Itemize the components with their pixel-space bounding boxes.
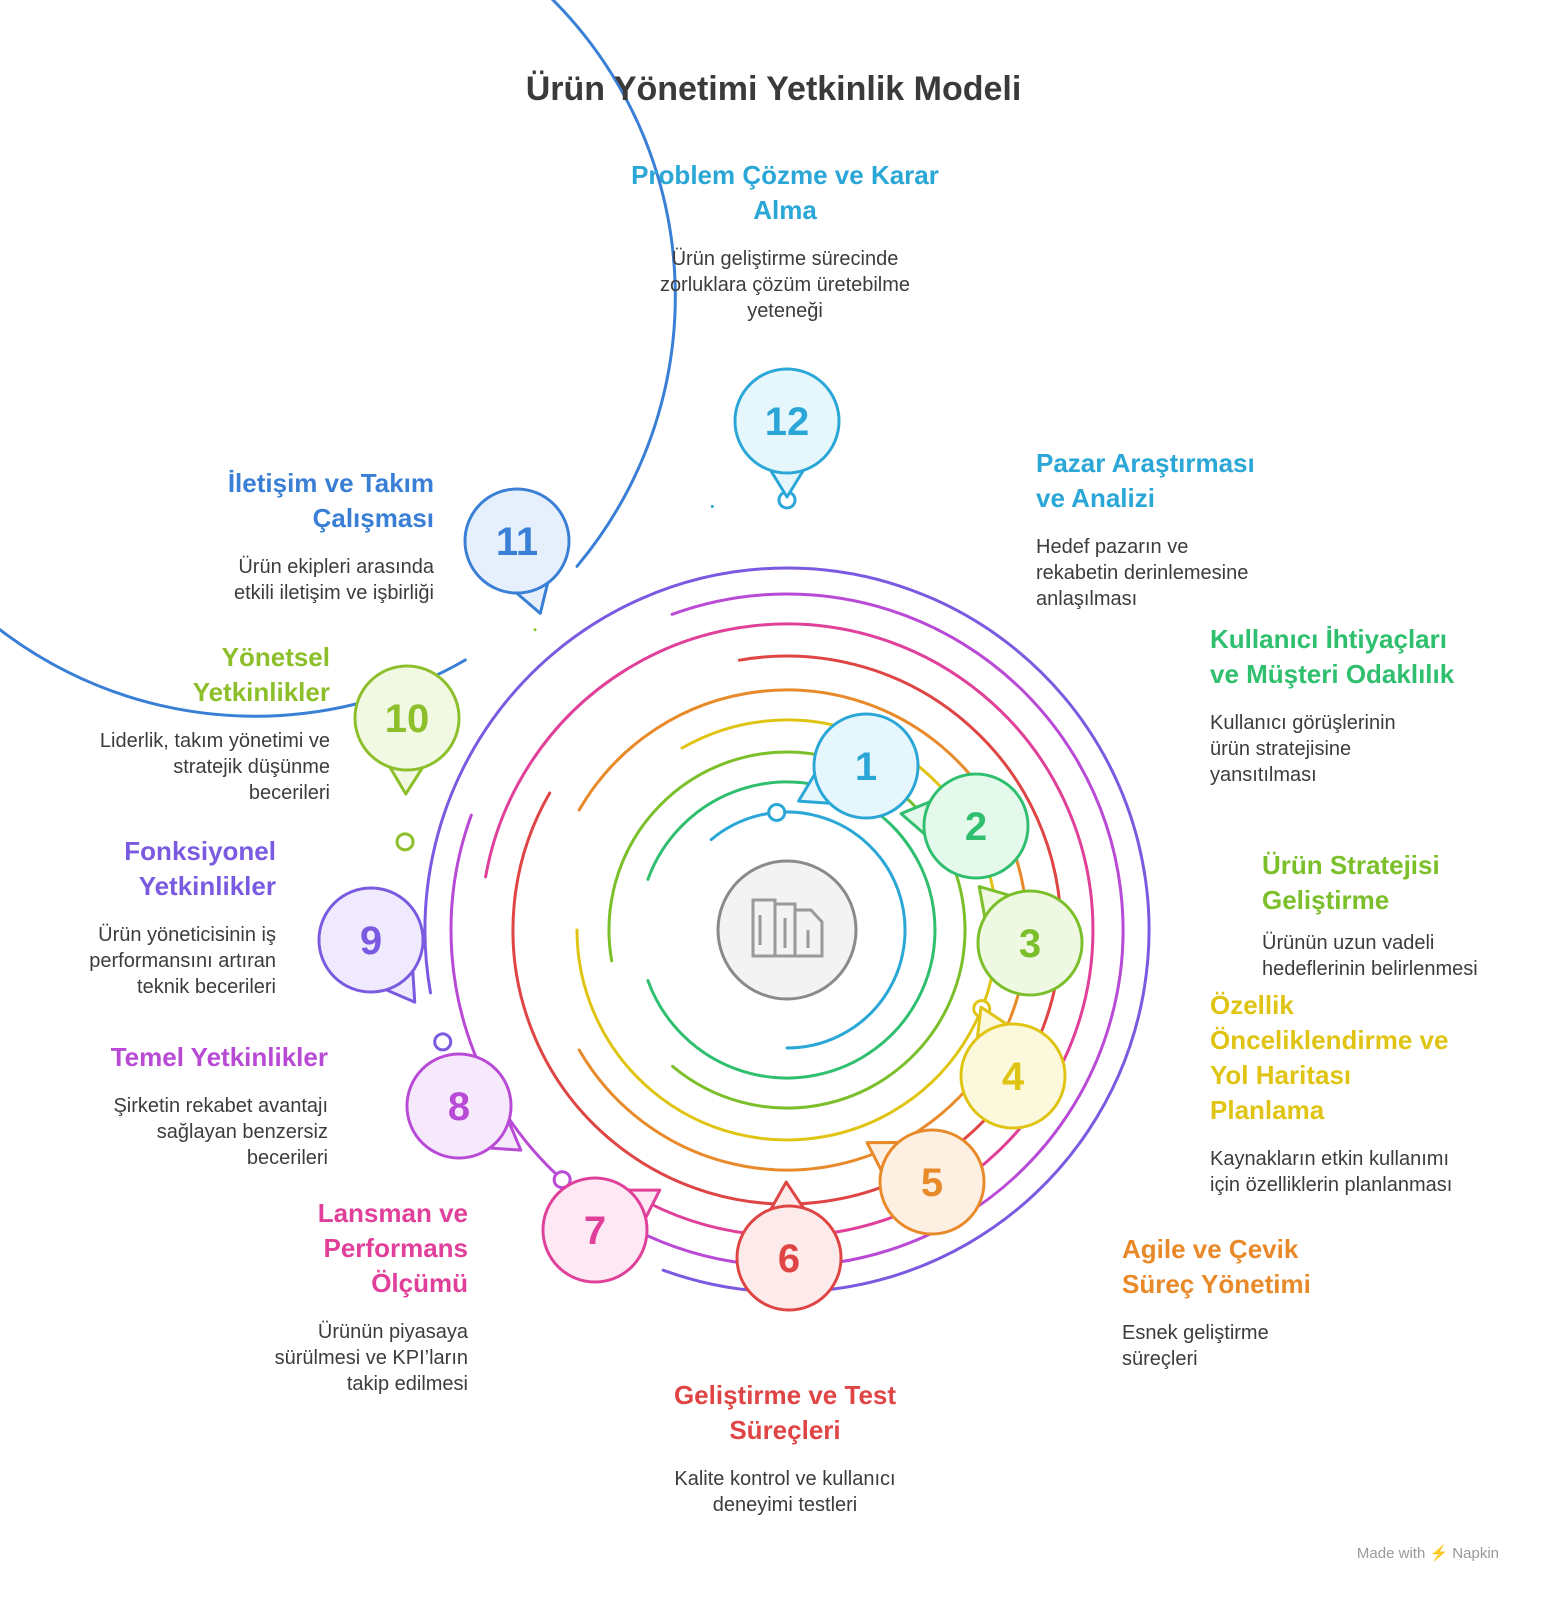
label-6: Geliştirme ve Test Süreçleri Kalite kont… <box>640 1378 930 1518</box>
label-4: Özellik Önceliklendirme ve Yol Haritası … <box>1210 988 1460 1198</box>
number-bubble-2: 2 <box>899 772 1030 880</box>
bubble-fill <box>356 667 458 769</box>
number-bubble-10: 10 <box>353 664 461 796</box>
label-1-title: Pazar Araştırması ve Analizi <box>1036 448 1255 513</box>
bubble-number: 3 <box>1019 922 1041 966</box>
label-4-title: Özellik Önceliklendirme ve Yol Haritası … <box>1210 990 1449 1125</box>
document-icon <box>751 898 824 958</box>
label-2-desc: Kullanıcı görüşlerinin ürün stratejisine… <box>1210 712 1396 786</box>
bubble-fill <box>738 1207 840 1309</box>
bubble-number: 10 <box>385 697 430 741</box>
label-1-desc: Hedef pazarın ve rekabetin derinlemesine… <box>1036 536 1249 610</box>
arc-2 <box>646 780 937 1080</box>
label-11: İletişim ve Takım Çalışması Ürün ekipler… <box>196 466 434 606</box>
center-hub <box>716 859 858 1001</box>
bubble-number: 8 <box>448 1085 470 1129</box>
label-7-title: Lansman ve Performans Ölçümü <box>317 1198 468 1298</box>
label-10-title: Yönetsel Yetkinlikler <box>192 642 330 707</box>
label-9: Fonksiyonel Yetkinlikler Ürün yöneticisi… <box>60 834 276 1000</box>
bubble-fill <box>881 1131 983 1233</box>
label-3: Ürün Stratejisi Geliştirme Ürünün uzun v… <box>1262 848 1517 982</box>
bubble-number: 12 <box>765 400 810 444</box>
label-8-desc: Şirketin rekabet avantajı sağlayan benze… <box>113 1095 328 1169</box>
bubble-fill <box>736 370 838 472</box>
bubble-number: 4 <box>1002 1055 1025 1099</box>
label-6-title: Geliştirme ve Test Süreçleri <box>673 1380 897 1445</box>
connector-dot-9 <box>433 1032 453 1052</box>
label-2-title: Kullanıcı İhtiyaçları ve Müşteri Odaklıl… <box>1210 624 1455 689</box>
label-11-desc: Ürün ekipleri arasında etkili iletişim v… <box>233 556 434 604</box>
label-6-desc: Kalite kontrol ve kullanıcı deneyimi tes… <box>674 1468 896 1516</box>
bubble-fill <box>962 1025 1064 1127</box>
connector-dot-8 <box>552 1170 572 1190</box>
bubble-fill <box>320 889 422 991</box>
bubble-fill <box>408 1055 510 1157</box>
label-9-title: Fonksiyonel Yetkinlikler <box>124 836 276 901</box>
connector-dot-10 <box>395 832 415 852</box>
number-bubble-3: 3 <box>976 885 1084 997</box>
label-2: Kullanıcı İhtiyaçları ve Müşteri Odaklıl… <box>1210 622 1460 788</box>
bubble-number: 5 <box>921 1161 943 1205</box>
bubble-fill <box>466 490 568 592</box>
label-10-desc: Liderlik, takım yönetimi ve stratejik dü… <box>99 730 330 804</box>
arc-11 <box>0 0 677 718</box>
bubble-fill <box>925 775 1027 877</box>
label-5-desc: Esnek geliştirme süreçleri <box>1122 1322 1269 1370</box>
label-4-desc: Kaynakların etkin kullanımı için özellik… <box>1210 1148 1453 1196</box>
footer-credit: Made with ⚡ Napkin <box>1356 1545 1499 1562</box>
arc-7 <box>484 622 1095 1238</box>
bubble-fill <box>544 1179 646 1281</box>
number-bubble-9: 9 <box>317 886 425 1004</box>
label-12: Problem Çözme ve Karar Alma Ürün gelişti… <box>620 158 950 324</box>
label-8-title: Temel Yetkinlikler <box>110 1042 328 1072</box>
bubble-number: 9 <box>360 919 382 963</box>
label-3-title: Ürün Stratejisi Geliştirme <box>1262 850 1440 915</box>
bubble-number: 1 <box>855 745 877 789</box>
label-5: Agile ve Çevik Süreç Yönetimi Esnek geli… <box>1122 1232 1352 1372</box>
number-bubble-7: 7 <box>541 1176 662 1284</box>
label-7: Lansman ve Performans Ölçümü Ürünün piya… <box>248 1196 468 1397</box>
bubble-fill <box>979 892 1081 994</box>
label-7-desc: Ürünün piyasaya sürülmesi ve KPI’ların t… <box>274 1321 468 1395</box>
number-bubble-6: 6 <box>735 1180 843 1312</box>
bubble-number: 11 <box>496 520 538 564</box>
connector-dot-1 <box>767 802 787 822</box>
label-12-title: Problem Çözme ve Karar Alma <box>631 160 939 225</box>
number-bubble-5: 5 <box>865 1128 986 1236</box>
label-9-desc: Ürün yöneticisinin iş performansını artı… <box>89 924 276 998</box>
number-bubble-11: 11 <box>463 487 571 615</box>
label-5-title: Agile ve Çevik Süreç Yönetimi <box>1122 1234 1311 1299</box>
center-circle <box>716 859 858 1001</box>
label-8: Temel Yetkinlikler Şirketin rekabet avan… <box>70 1040 328 1171</box>
bubble-number: 6 <box>778 1237 800 1281</box>
label-12-desc: Ürün geliştirme sürecinde zorluklara çöz… <box>659 248 911 322</box>
label-1: Pazar Araştırması ve Analizi Hedef pazar… <box>1036 446 1286 612</box>
bubble-number: 2 <box>965 805 987 849</box>
number-bubble-12: 12 <box>733 367 841 499</box>
arc-9 <box>423 566 1151 1294</box>
number-bubble-8: 8 <box>405 1052 523 1160</box>
number-bubble-4: 4 <box>959 1005 1067 1130</box>
label-3-desc: Ürünün uzun vadeli hedeflerinin belirlen… <box>1262 932 1478 980</box>
page-title: Ürün Yönetimi Yetkinlik Modeli <box>525 70 1022 108</box>
number-bubble-1: 1 <box>797 712 920 820</box>
label-10: Yönetsel Yetkinlikler Liderlik, takım yö… <box>98 640 330 806</box>
label-11-title: İletişim ve Takım Çalışması <box>227 468 434 533</box>
bubble-fill <box>815 715 917 817</box>
bubble-number: 7 <box>584 1209 606 1253</box>
